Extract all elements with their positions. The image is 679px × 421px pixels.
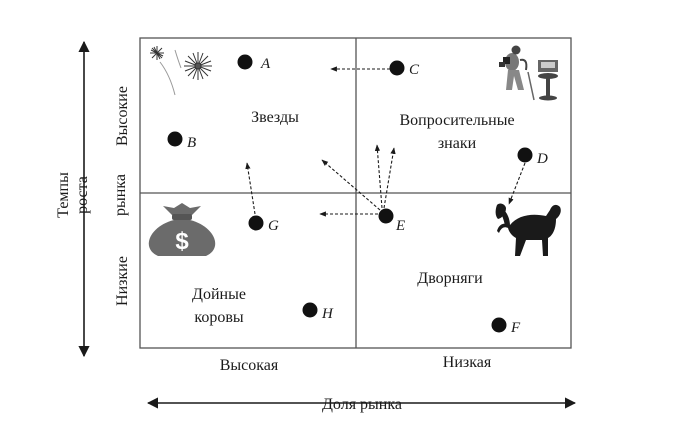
point-f [491, 317, 507, 333]
movement-arrows [245, 66, 526, 217]
arrow-d-to-dogs [508, 162, 526, 205]
y-label-low: Низкие [114, 256, 131, 306]
point-label-a: A [260, 56, 271, 72]
point-g [248, 215, 264, 231]
fireworks-icon [150, 46, 212, 96]
point-d [517, 147, 533, 163]
arrow-e-to-stars [321, 159, 381, 211]
y-axis-title-line1: Темпы [55, 172, 72, 218]
quadrant-label-question-line2: знаки [438, 135, 477, 152]
arrow-e-to-question-b [383, 147, 396, 209]
y-label-high: Высокие [114, 86, 131, 146]
point-label-b: B [187, 135, 196, 151]
point-label-d: D [536, 151, 548, 167]
point-a [237, 54, 253, 70]
point-label-g: G [268, 218, 279, 234]
quadrant-label-stars: Звезды [251, 109, 299, 126]
quadrant-label-cows-line2: коровы [194, 309, 244, 326]
x-label-low: Низкая [443, 354, 492, 371]
point-h [302, 302, 318, 318]
quadrant-label-cows-line1: Дойные [192, 286, 246, 303]
point-label-c: C [409, 62, 420, 78]
matrix-grid [139, 37, 572, 349]
point-c [389, 60, 405, 76]
x-label-high: Высокая [220, 357, 279, 374]
arrow-e-to-question-a [374, 144, 383, 209]
y-axis-title-line2: роста [74, 176, 91, 214]
point-b [167, 131, 183, 147]
svg-text:$: $ [175, 228, 189, 255]
point-label-f: F [510, 320, 521, 336]
point-label-e: E [395, 218, 405, 234]
arrow-g-to-stars [245, 162, 256, 215]
thinking-figure-icon [499, 45, 558, 101]
quadrant-label-dogs: Дворняги [417, 270, 483, 287]
quadrant-label-question-line1: Вопросительные [399, 112, 514, 129]
point-e [378, 208, 394, 224]
money-bag-icon: $ [148, 203, 216, 256]
y-axis-title-line3: рынка [112, 174, 129, 216]
point-label-h: H [321, 306, 334, 322]
x-axis-title: Доля рынка [322, 396, 402, 413]
points [167, 54, 533, 333]
dog-icon [495, 203, 561, 256]
